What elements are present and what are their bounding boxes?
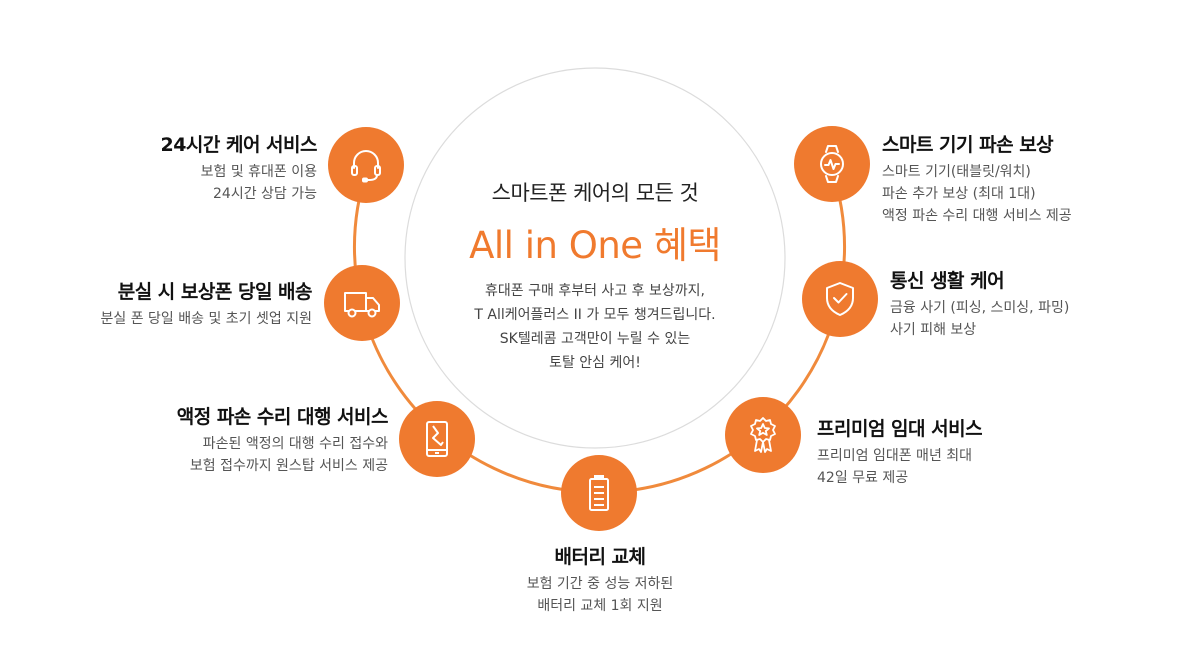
- node-counsel: [328, 127, 404, 203]
- center-subtitle: 스마트폰 케어의 모든 것: [491, 181, 699, 205]
- node-rental: [725, 397, 801, 473]
- shield-icon: [826, 282, 854, 316]
- center-panel: 스마트폰 케어의 모든 것 All in One 혜택 휴대폰 구매 후부터 사…: [405, 81, 785, 441]
- label-telecom: 통신 생활 케어 금융 사기 (피싱, 스미싱, 파밍) 사기 피해 보상: [890, 270, 1070, 338]
- node-screen: [399, 401, 475, 477]
- center-description: 휴대폰 구매 후부터 사고 후 보상까지, T All케어플러스 II 가 모두…: [474, 283, 716, 371]
- node-telecom: [802, 261, 878, 337]
- broken-phone-icon: [426, 421, 448, 457]
- watch-icon: [820, 145, 844, 183]
- node-battery: [561, 455, 637, 531]
- headset-icon: [351, 150, 381, 183]
- node-lost: [324, 265, 400, 341]
- label-lost: 분실 시 보상폰 당일 배송 분실 폰 당일 배송 및 초기 셋업 지원: [100, 281, 313, 327]
- center-title: All in One 혜택: [469, 224, 721, 267]
- label-battery: 배터리 교체 보험 기간 중 성능 저하된 배터리 교체 1회 지원: [526, 546, 674, 614]
- label-smart: 스마트 기기 파손 보상 스마트 기기(태블릿/워치) 파손 추가 보상 (최대…: [882, 134, 1072, 224]
- label-counsel: 24시간 케어 서비스 보험 및 휴대폰 이용 24시간 상담 가능: [160, 134, 317, 202]
- battery-icon: [589, 475, 609, 511]
- label-rental: 프리미엄 임대 서비스 프리미엄 임대폰 매년 최대 42일 무료 제공: [817, 418, 983, 486]
- truck-icon: [344, 292, 380, 318]
- node-smart: [794, 126, 870, 202]
- badge-icon: [750, 417, 776, 453]
- label-screen: 액정 파손 수리 대행 서비스 파손된 액정의 대행 수리 접수와 보험 접수까…: [176, 406, 389, 474]
